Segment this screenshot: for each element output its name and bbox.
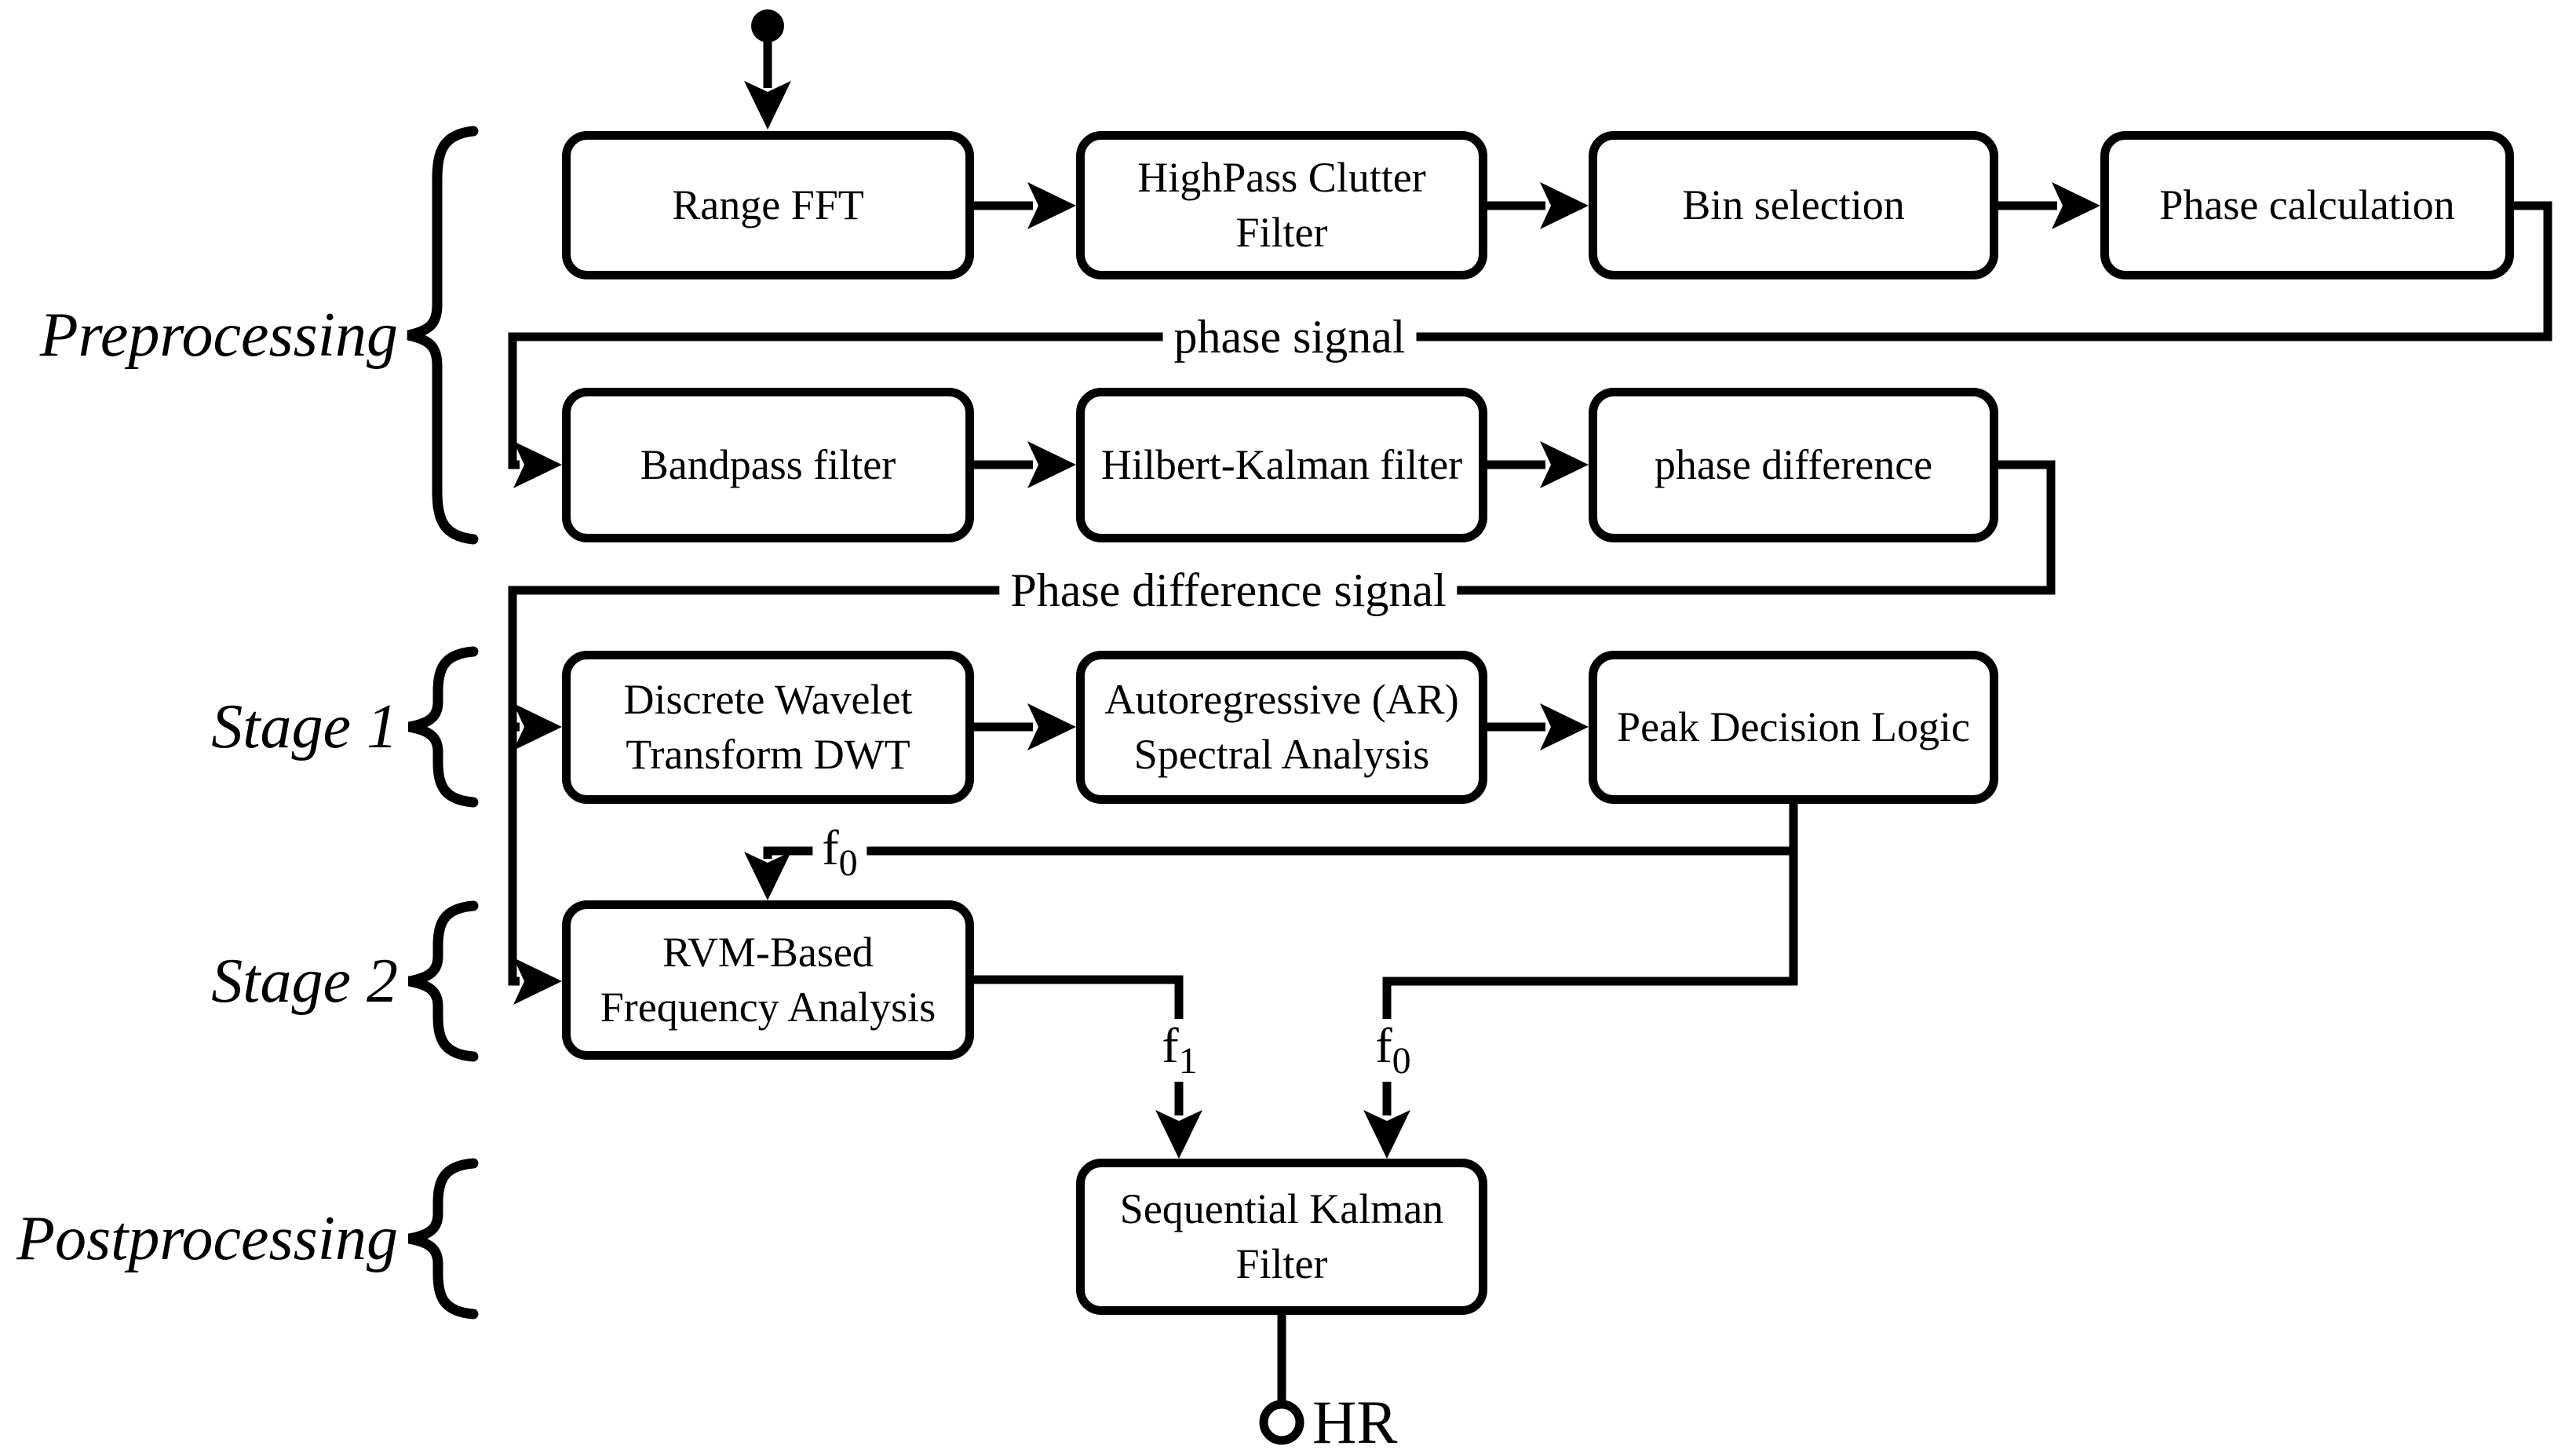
arrowhead — [1363, 1110, 1410, 1159]
brace-preprocessing — [407, 126, 479, 545]
end-terminal-circle — [1259, 1400, 1304, 1445]
brace-stage-1 — [407, 646, 479, 808]
arrowhead — [513, 958, 562, 1005]
arrowhead — [1027, 182, 1076, 229]
node-label: HighPass Clutter Filter — [1137, 154, 1426, 256]
node-label: Discrete Wavelet Transform DWT — [623, 676, 913, 778]
arrowhead — [744, 81, 791, 130]
edge-label-phase-difference-signal: Phase difference signal — [999, 564, 1458, 617]
edge-label-f0-postprocessing: f0 — [1366, 1017, 1421, 1082]
f-subscript: 0 — [838, 841, 858, 884]
node-phase-difference: phase difference — [1589, 388, 1998, 542]
node-sequential-kalman-filter: Sequential Kalman Filter — [1076, 1159, 1487, 1315]
arrowhead — [513, 703, 562, 750]
node-highpass-clutter-filter: HighPass Clutter Filter — [1076, 131, 1487, 279]
node-autoregressive-spectral-analysis: Autoregressive (AR) Spectral Analysis — [1076, 651, 1487, 804]
output-label-hr: HR — [1312, 1388, 1398, 1453]
node-bin-selection: Bin selection — [1589, 131, 1998, 279]
f-subscript: 0 — [1392, 1039, 1411, 1082]
node-label: RVM-Based Frequency Analysis — [600, 929, 936, 1031]
f-base: f — [822, 820, 839, 876]
arrowhead — [1540, 441, 1589, 488]
arrowhead — [2052, 182, 2100, 229]
node-hilbert-kalman-filter: Hilbert-Kalman filter — [1076, 388, 1487, 542]
arrowhead — [1027, 703, 1076, 750]
node-label: Hilbert-Kalman filter — [1100, 440, 1463, 488]
start-terminal-dot — [751, 9, 784, 42]
node-label: Phase calculation — [2159, 181, 2455, 228]
arrowhead — [1027, 441, 1076, 488]
node-peak-decision-logic: Peak Decision Logic — [1589, 651, 1998, 804]
stage-label-stage-2: Stage 2 — [211, 947, 398, 1016]
node-range-fft: Range FFT — [562, 131, 974, 279]
stage-label-postprocessing: Postprocessing — [16, 1204, 398, 1273]
node-label: Bin selection — [1682, 181, 1905, 228]
brace-stage-2 — [407, 900, 479, 1062]
f0-stage2-wire — [763, 846, 1793, 859]
stage-label-stage-1: Stage 1 — [211, 692, 398, 761]
node-label: Peak Decision Logic — [1617, 703, 1970, 750]
node-label: Autoregressive (AR) Spectral Analysis — [1104, 676, 1459, 778]
arrowhead — [1155, 1110, 1202, 1159]
edge-label-f1: f1 — [1152, 1017, 1207, 1082]
arrowhead — [513, 441, 562, 488]
f-base: f — [1162, 1017, 1179, 1074]
stage-label-preprocessing: Preprocessing — [39, 301, 398, 370]
f-subscript: 1 — [1178, 1039, 1198, 1082]
edge-label-f0-stage2: f0 — [812, 821, 867, 884]
node-label: Bandpass filter — [640, 440, 896, 488]
brace-postprocessing — [407, 1158, 479, 1320]
node-bandpass-filter: Bandpass filter — [562, 388, 974, 542]
arrowhead — [1540, 703, 1589, 750]
node-discrete-wavelet-transform: Discrete Wavelet Transform DWT — [562, 651, 974, 804]
edge-label-phase-signal: phase signal — [1162, 310, 1417, 363]
node-label: Sequential Kalman Filter — [1119, 1185, 1444, 1287]
f1-wire — [974, 975, 1184, 1115]
node-label: phase difference — [1654, 440, 1933, 488]
arrowhead — [1540, 182, 1589, 229]
node-phase-calculation: Phase calculation — [2100, 131, 2514, 279]
node-label: Range FFT — [672, 181, 864, 228]
f-base: f — [1375, 1017, 1392, 1074]
phase-signal-wire — [508, 201, 2552, 469]
arrowhead — [744, 852, 791, 900]
node-rvm-frequency-analysis: RVM-Based Frequency Analysis — [562, 900, 974, 1060]
